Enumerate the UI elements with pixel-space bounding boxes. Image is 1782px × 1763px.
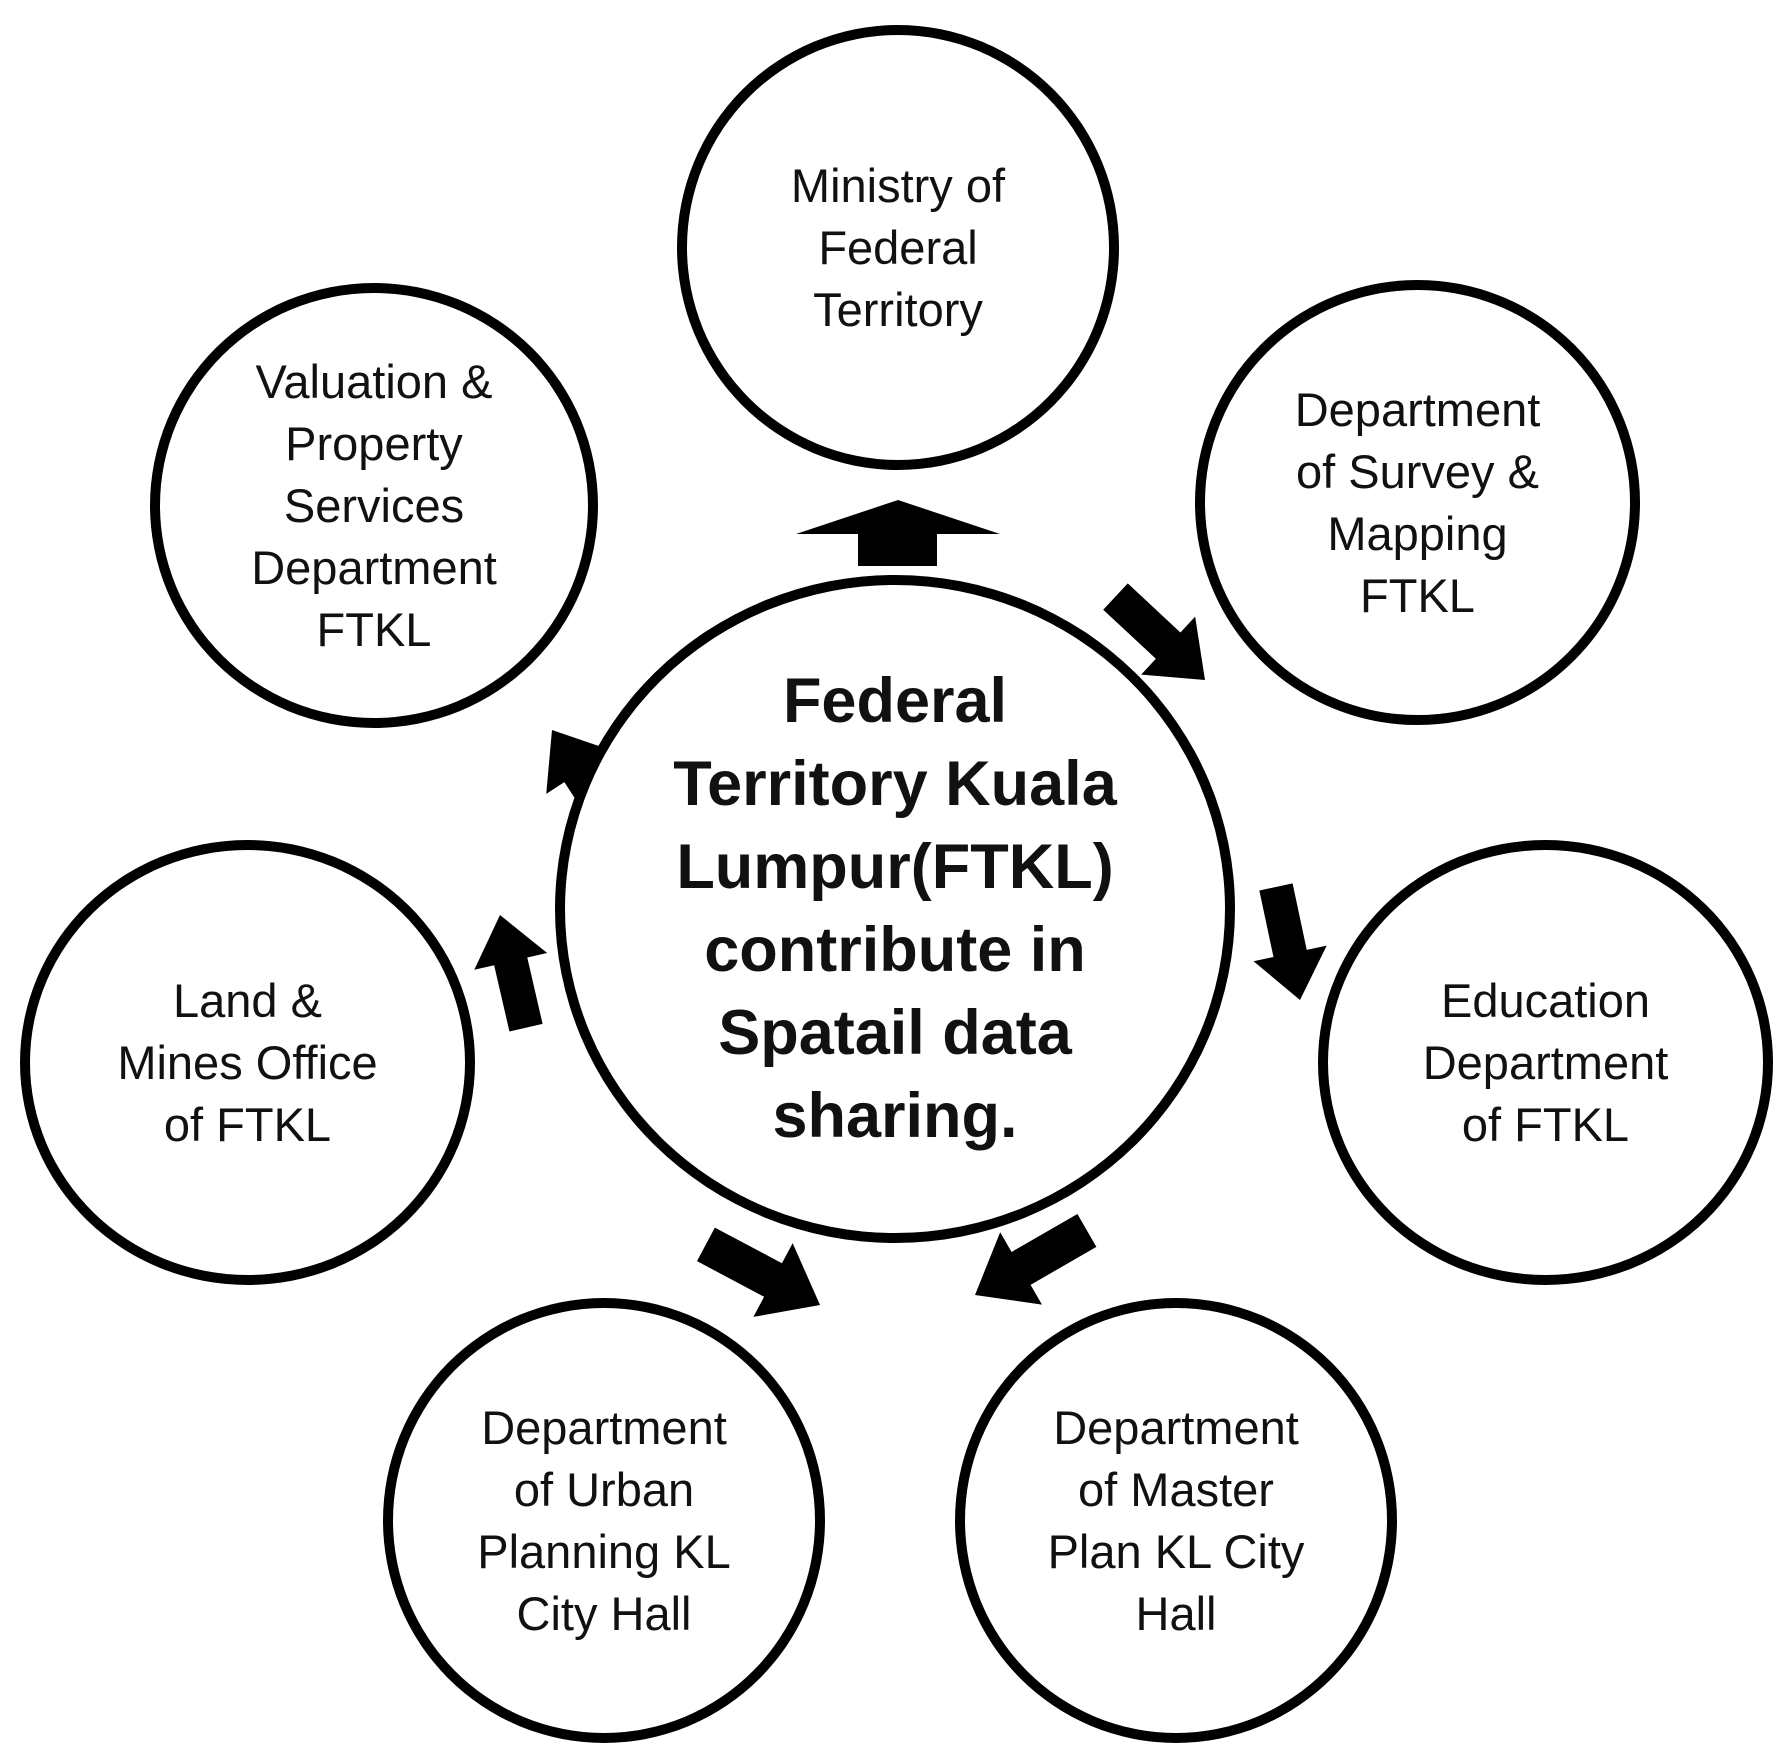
node-department-of-urban-planning: Department of Urban Planning KL City Hal… <box>383 1298 825 1743</box>
arrow-to-ministry-of-federal-territory <box>796 500 1000 566</box>
node-label-ministry-of-federal-territory: Ministry of Federal Territory <box>790 158 1006 336</box>
node-department-of-master-plan: Department of Master Plan KL City Hall <box>955 1298 1397 1743</box>
node-ministry-of-federal-territory: Ministry of Federal Territory <box>677 25 1119 470</box>
node-label-education-department: Education Department of FTKL <box>1422 973 1669 1151</box>
node-label-valuation-property-services: Valuation & Property Services Department… <box>251 354 497 656</box>
center-node: Federal Territory Kuala Lumpur(FTKL) con… <box>555 575 1235 1243</box>
node-land-mines-office: Land & Mines Office of FTKL <box>20 840 475 1285</box>
node-label-land-mines-office: Land & Mines Office of FTKL <box>117 973 378 1151</box>
node-education-department: Education Department of FTKL <box>1318 840 1773 1285</box>
node-department-of-survey-mapping: Department of Survey & Mapping FTKL <box>1195 280 1640 725</box>
arrow-to-education-department <box>1239 879 1337 1008</box>
arrow-to-land-mines-office <box>463 906 563 1037</box>
center-node-label: Federal Territory Kuala Lumpur(FTKL) con… <box>673 666 1117 1151</box>
node-label-department-of-survey-mapping: Department of Survey & Mapping FTKL <box>1294 382 1541 622</box>
node-label-department-of-master-plan: Department of Master Plan KL City Hall <box>1047 1400 1305 1640</box>
node-label-department-of-urban-planning: Department of Urban Planning KL City Hal… <box>477 1400 731 1640</box>
node-valuation-property-services: Valuation & Property Services Department… <box>150 283 598 728</box>
